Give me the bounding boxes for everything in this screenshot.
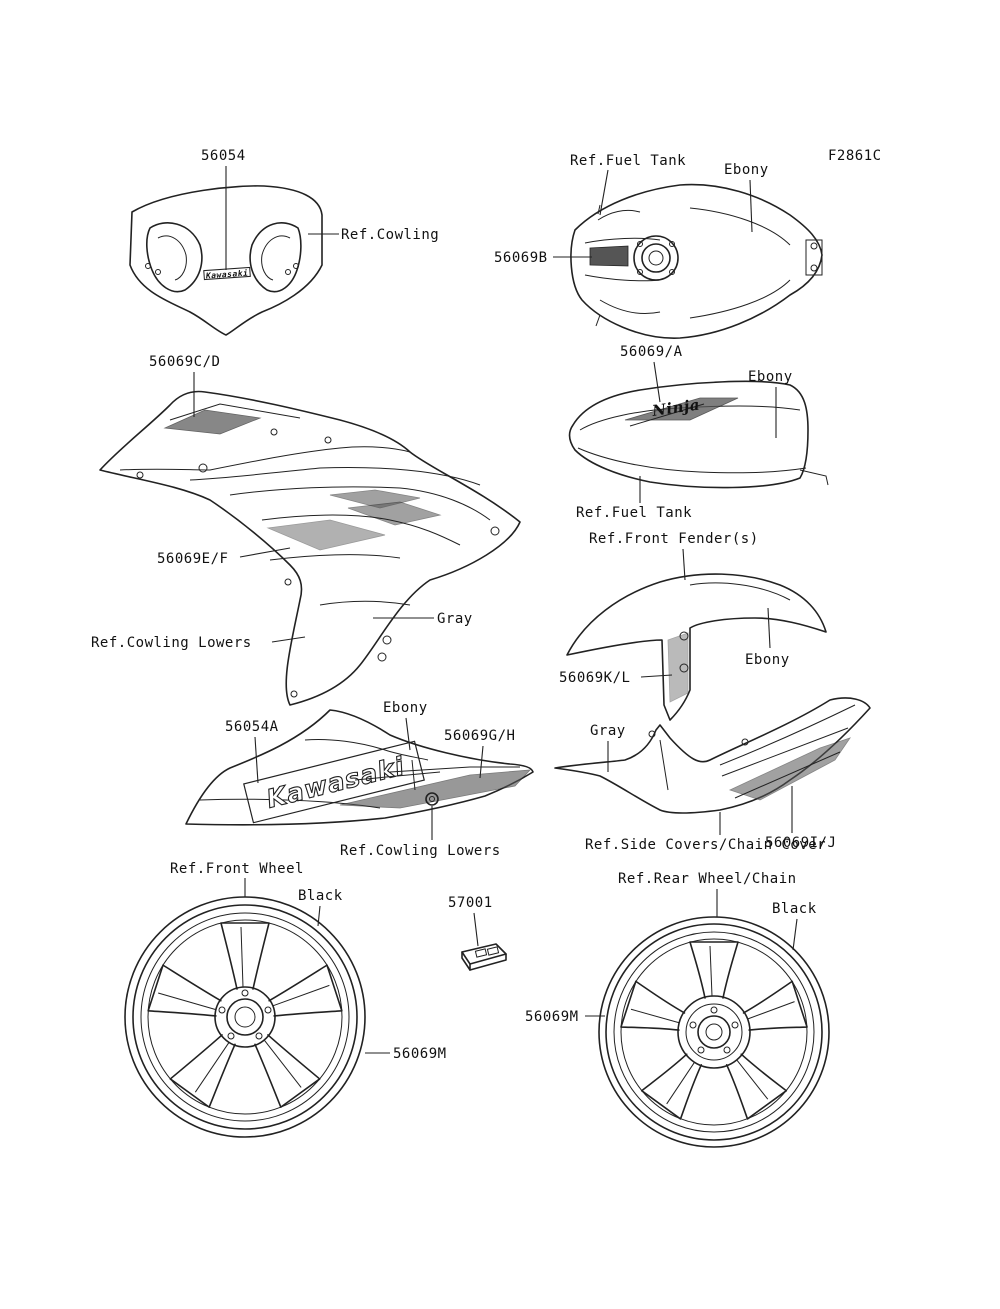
label-57001: 57001	[448, 895, 493, 911]
label-56069i-j: 56069I/J	[765, 835, 836, 851]
label-56069m-front: 56069M	[393, 1046, 447, 1062]
label-ref-front-fender: Ref.Front Fender(s)	[589, 531, 759, 547]
figure-code: F2861C	[828, 148, 882, 164]
fuel-tank-side-illustration: Ninja	[568, 380, 829, 489]
windscreen-illustration: Kawasaki	[129, 185, 323, 336]
label-56069m-rear: 56069M	[525, 1009, 579, 1025]
label-ref-cowling-lowers-1: Ref.Cowling Lowers	[91, 635, 252, 651]
label-ebony-lower: Ebony	[383, 700, 428, 716]
label-ref-fuel-tank-top: Ref.Fuel Tank	[570, 153, 686, 169]
label-ebony-fender: Ebony	[745, 652, 790, 668]
label-ref-fuel-tank-side: Ref.Fuel Tank	[576, 505, 692, 521]
label-56054a: 56054A	[225, 719, 279, 735]
front-wheel-illustration	[124, 896, 366, 1138]
label-ref-rear-wheel: Ref.Rear Wheel/Chain	[618, 871, 797, 887]
label-56069-a: 56069/A	[620, 344, 683, 360]
label-gray-cowl: Gray	[437, 611, 473, 627]
side-covers-illustration	[554, 697, 871, 814]
label-ref-cowling: Ref.Cowling	[341, 227, 439, 243]
label-ref-cowling-lowers-2: Ref.Cowling Lowers	[340, 843, 501, 859]
label-black-front: Black	[298, 888, 343, 904]
part-57001-illustration	[461, 943, 507, 971]
middle-cowl-illustration	[99, 390, 521, 706]
label-56069b: 56069B	[494, 250, 548, 266]
label-ref-front-wheel: Ref.Front Wheel	[170, 861, 304, 877]
label-56069c-d: 56069C/D	[149, 354, 220, 370]
label-ebony-tank-side: Ebony	[748, 369, 793, 385]
label-56069e-f: 56069E/F	[157, 551, 228, 567]
label-ref-side-covers: Ref.Side Covers/Chain Cover	[585, 837, 826, 853]
label-56054: 56054	[201, 148, 246, 164]
fuel-tank-top-illustration	[570, 183, 823, 339]
label-56069g-h: 56069G/H	[444, 728, 515, 744]
label-ebony-tank-top: Ebony	[724, 162, 769, 178]
rear-wheel-illustration	[598, 916, 830, 1148]
label-56069k-l: 56069K/L	[559, 670, 630, 686]
label-black-rear: Black	[772, 901, 817, 917]
kawasaki-windscreen-decal: Kawasaki	[205, 268, 249, 281]
front-fender-illustration	[566, 573, 827, 721]
label-gray-side: Gray	[590, 723, 626, 739]
